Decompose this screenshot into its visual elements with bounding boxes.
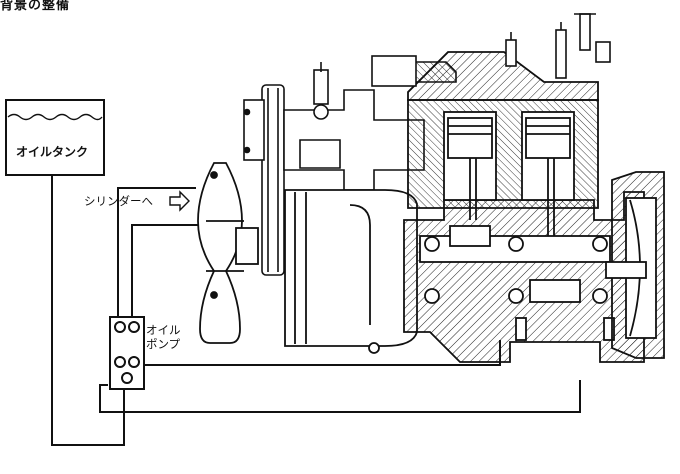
to-cylinder-label: シリンダーへ (84, 194, 153, 208)
belt-pulley (261, 84, 285, 276)
oil-pump (109, 316, 145, 390)
oil-pump-label-line2: ポンプ (146, 337, 181, 351)
carburetor (243, 62, 425, 191)
page-header-text: 背景の整備 (0, 0, 71, 13)
engine-block (403, 51, 645, 363)
cooling-fan (197, 162, 259, 344)
oil-pump-label-line1: オイル (146, 323, 181, 337)
outline-right-arrow-icon (169, 190, 190, 212)
exhaust-port (371, 55, 457, 87)
spark-plugs (505, 13, 611, 79)
generator-housing (284, 189, 418, 354)
oil-tank (5, 99, 105, 176)
flywheel-housing (605, 171, 665, 359)
oil-tank-label: オイルタンク (16, 145, 89, 159)
